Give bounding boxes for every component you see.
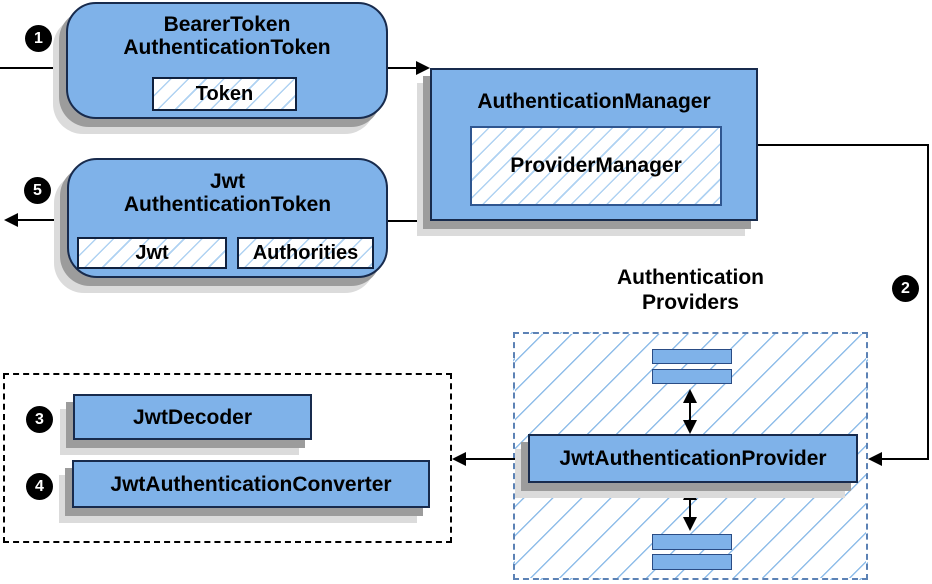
authentication-manager-title: AuthenticationManager (477, 90, 711, 113)
jwt-authentication-provider-label: JwtAuthenticationProvider (559, 447, 827, 470)
jwt-token-title: Jwt AuthenticationToken (69, 160, 386, 216)
jwt-authentication-token-box: Jwt AuthenticationToken Jwt Authorities (67, 158, 388, 278)
authentication-providers-label-line2: Providers (642, 291, 739, 314)
step-1-badge: 1 (25, 25, 52, 52)
jwt-field-label: Jwt (135, 241, 169, 264)
jwt-decoder-box: JwtDecoder (73, 394, 312, 440)
provider-placeholder-bar (652, 534, 732, 550)
bearer-token-box: BearerToken AuthenticationToken Token (66, 2, 388, 119)
provider-placeholder-bar (652, 554, 732, 570)
provider-to-decoder-arrowhead (452, 452, 466, 466)
jwt-token-out-arrowhead (4, 213, 18, 227)
jwt-authentication-provider-box: JwtAuthenticationProvider (528, 434, 858, 483)
token-field: Token (152, 77, 297, 111)
jwt-decoder-label: JwtDecoder (132, 405, 253, 429)
jwt-field: Jwt (77, 237, 227, 269)
jwt-authentication-converter-label: JwtAuthenticationConverter (110, 472, 392, 496)
manager-to-provider-arrowhead (868, 452, 882, 466)
provider-manager-label: ProviderManager (510, 154, 682, 177)
step-2-badge: 2 (892, 275, 919, 302)
provider-placeholder-bar (652, 349, 732, 364)
token-field-label: Token (195, 82, 254, 105)
step-4-badge: 4 (26, 473, 53, 500)
authorities-field-label: Authorities (252, 241, 359, 264)
step-3-badge: 3 (26, 406, 53, 433)
bearer-to-manager-arrowhead (416, 61, 430, 75)
bearer-token-title-line2: AuthenticationToken (123, 36, 331, 59)
provider-manager-box: ProviderManager (470, 126, 722, 206)
jwt-token-title-line1: Jwt (209, 170, 245, 193)
authorities-field: Authorities (237, 237, 374, 269)
bearer-token-title: BearerToken AuthenticationToken (68, 4, 386, 59)
bearer-token-title-line1: BearerToken (163, 13, 291, 36)
jwt-token-title-line2: AuthenticationToken (123, 193, 332, 216)
provider-placeholder-bar (652, 369, 732, 384)
jwt-authentication-converter-box: JwtAuthenticationConverter (72, 460, 430, 508)
step-5-badge: 5 (24, 177, 51, 204)
authentication-providers-label: Authentication Providers (513, 265, 868, 315)
authentication-providers-label-line1: Authentication (617, 266, 764, 289)
authentication-manager-box: AuthenticationManager ProviderManager (430, 68, 758, 221)
